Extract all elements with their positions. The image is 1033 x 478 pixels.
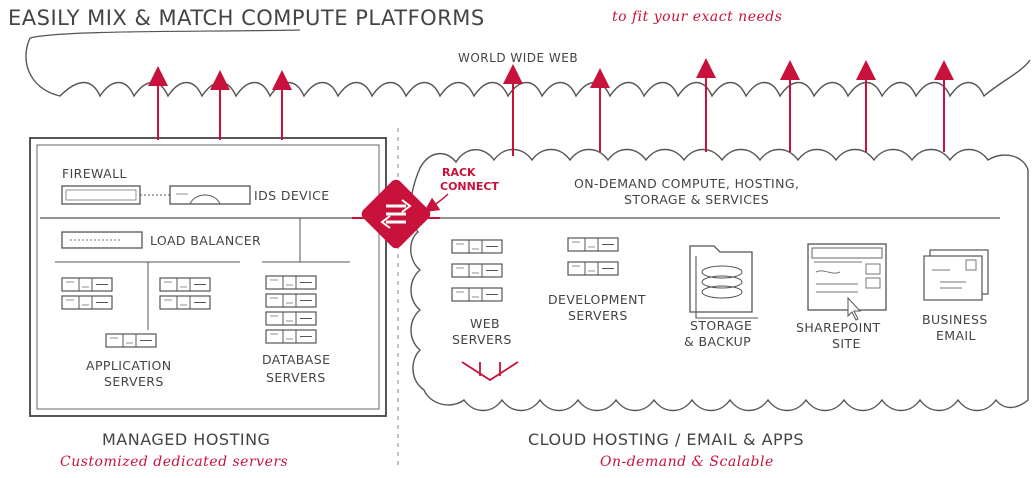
email-label-1: BUSINESS (922, 312, 988, 327)
web-server (451, 239, 503, 254)
email-label-2: EMAIL (936, 328, 976, 343)
storage-icon (689, 245, 758, 319)
rackconnect-logo (361, 179, 431, 249)
db-server (265, 329, 317, 344)
storage-label-2: & BACKUP (684, 334, 752, 349)
web-servers-label-1: WEB (470, 316, 501, 331)
managed-hosting-box (29, 137, 387, 417)
app-servers-label-2: SERVERS (104, 374, 164, 389)
db-servers-label-2: SERVERS (266, 370, 326, 385)
storage-label-1: STORAGE (690, 318, 753, 333)
cloud-heading-1: ON-DEMAND COMPUTE, HOSTING, (574, 176, 800, 191)
managed-hosting-subtitle: Customized dedicated servers (60, 454, 289, 470)
app-server (61, 277, 113, 292)
dev-server (567, 237, 619, 252)
dev-servers-label-1: DEVELOPMENT (548, 292, 646, 307)
page-subtitle: to fit your exact needs (612, 9, 783, 25)
sharepoint-icon (807, 243, 887, 321)
load-balancer-device (61, 231, 143, 249)
page-title: EASILY MIX & MATCH COMPUTE PLATFORMS (8, 6, 485, 30)
db-server (265, 275, 317, 290)
dev-server (567, 261, 619, 276)
email-icon (923, 249, 989, 301)
managed-hosting-title: MANAGED HOSTING (102, 430, 271, 449)
dev-servers-label-2: SERVERS (568, 308, 628, 323)
app-server (105, 333, 157, 348)
web-server (451, 287, 503, 302)
db-server (265, 311, 317, 326)
sharepoint-label-2: SITE (832, 336, 861, 351)
internet-label: WORLD WIDE WEB (458, 51, 579, 65)
scale-arrow (461, 361, 519, 382)
app-server (159, 295, 211, 310)
ids-label: IDS DEVICE (254, 188, 330, 203)
firewall-label: FIREWALL (62, 166, 127, 181)
web-server (451, 263, 503, 278)
rackconnect-label-1: RACK (442, 166, 476, 179)
sharepoint-label-1: SHAREPOINT (796, 320, 881, 335)
db-server (265, 293, 317, 308)
firewall-device (61, 185, 141, 205)
app-server (61, 295, 113, 310)
cloud-hosting-subtitle: On-demand & Scalable (600, 454, 774, 470)
app-server (159, 277, 211, 292)
web-servers-label-2: SERVERS (452, 332, 512, 347)
ids-device (169, 185, 251, 205)
cloud-hosting-title: CLOUD HOSTING / EMAIL & APPS (528, 430, 804, 449)
cloud-outline (410, 148, 1029, 412)
cloud-heading-2: STORAGE & SERVICES (624, 192, 770, 207)
db-servers-label-1: DATABASE (262, 352, 331, 367)
rackconnect-label-2: CONNECT (440, 180, 499, 193)
app-servers-label-1: APPLICATION (86, 358, 172, 373)
internet-cloud-line (25, 37, 1031, 98)
load-balancer-label: LOAD BALANCER (150, 233, 262, 248)
